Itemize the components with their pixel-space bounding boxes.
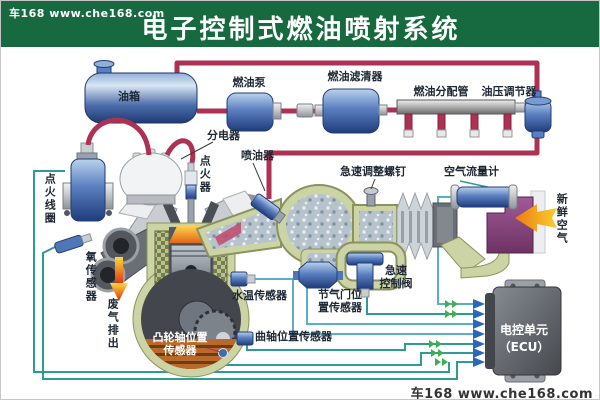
spark-plug bbox=[184, 162, 198, 226]
label-fuel-rail: 燃油分配管 bbox=[413, 85, 469, 98]
fuel-pump bbox=[226, 92, 314, 132]
crankshaft-position-sensor bbox=[236, 331, 254, 346]
intake-bellows bbox=[396, 191, 434, 261]
exhaust-arrow bbox=[110, 257, 128, 301]
label-crankshaft-position-sensor: 曲轴位置传感器 bbox=[255, 330, 332, 343]
idle-control-valve bbox=[335, 241, 407, 298]
fuel-rail bbox=[396, 99, 526, 138]
throttle-position-sensor bbox=[293, 261, 343, 289]
title-bar bbox=[1, 1, 599, 47]
leader-lines bbox=[180, 141, 266, 192]
fuel-injector bbox=[247, 193, 287, 224]
label-camshaft-position-sensor: 凸轮轴位置 传感器 bbox=[152, 331, 208, 358]
oxygen-sensor bbox=[54, 233, 93, 254]
label-distributor: 分电器 bbox=[207, 129, 240, 142]
distributor bbox=[119, 148, 183, 206]
pressure-regulator bbox=[524, 90, 552, 139]
wire-flow-chevrons bbox=[429, 300, 458, 366]
air-duct bbox=[432, 202, 510, 279]
idle-adjust-screw bbox=[363, 178, 379, 207]
fuel-filter bbox=[314, 88, 388, 134]
ecu-input-arrows bbox=[473, 299, 485, 367]
label-pressure-regulator: 油压调节器 bbox=[481, 85, 537, 98]
label-air-flow-meter: 空气流量计 bbox=[444, 165, 499, 178]
watermark-bottom-right: 车168 www.che168.com bbox=[410, 387, 593, 400]
label-idle-control-valve: 急速 控制阀 bbox=[379, 264, 413, 291]
label-fresh-air: 新鲜空气 bbox=[555, 193, 569, 245]
air-flow-meter bbox=[450, 184, 518, 210]
label-spark-plug: 点火器 bbox=[198, 155, 212, 194]
page-title: 电子控制式燃油喷射系统 bbox=[141, 15, 461, 45]
label-ecu-name: 电控单元 bbox=[499, 323, 548, 337]
label-fuel-tank: 油箱 bbox=[118, 90, 140, 103]
label-oxygen-sensor: 氧传感器 bbox=[84, 251, 98, 303]
label-ignition-coil: 点火线圈 bbox=[43, 173, 57, 225]
label-injector: 喷油器 bbox=[241, 149, 274, 162]
label-water-temp-sensor: 水温传感器 bbox=[232, 289, 287, 302]
ecu-box bbox=[485, 279, 562, 383]
fuel-tank bbox=[84, 60, 198, 124]
label-exhaust-out: 废气排出 bbox=[106, 298, 120, 350]
label-ecu-abbr: （ECU） bbox=[498, 340, 550, 354]
label-fuel-filter: 燃油滤清器 bbox=[327, 70, 383, 83]
fresh-air-arrow bbox=[515, 204, 557, 232]
ignition-leads bbox=[85, 117, 196, 168]
ignition-coil bbox=[62, 142, 114, 222]
water-temp-sensor bbox=[230, 271, 256, 287]
label-idle-adjust-screw: 急速调整螺钉 bbox=[340, 165, 406, 178]
watermark-top-left: 车168 www.che168.com bbox=[9, 7, 165, 20]
fuel-return-line bbox=[266, 135, 540, 199]
label-throttle-position-sensor: 节气门位 置传感器 bbox=[318, 288, 362, 315]
label-fuel-pump: 燃油泵 bbox=[232, 76, 266, 89]
